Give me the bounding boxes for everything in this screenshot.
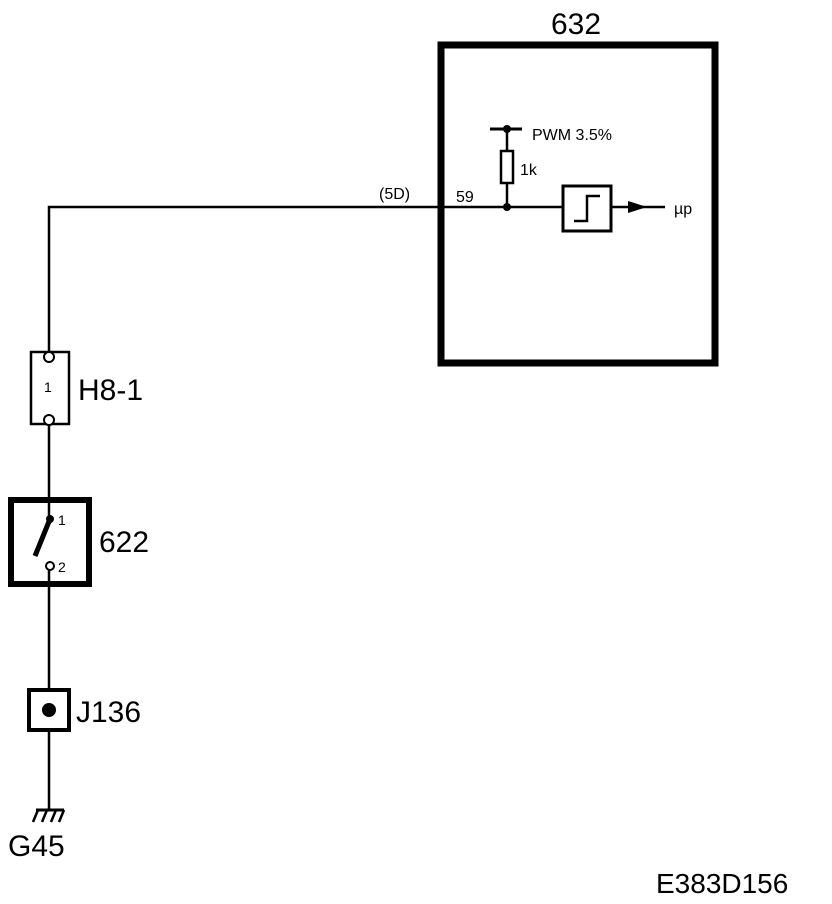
output-label: µp [674, 201, 692, 218]
module-632-label: 632 [551, 8, 601, 41]
connector-pin-bottom [43, 414, 55, 426]
switch-pin-top-label: 1 [58, 512, 66, 528]
resistor-label: 1k [520, 162, 538, 179]
pullup-label: PWM 3.5% [532, 127, 612, 144]
connector-pin-label: 1 [44, 379, 52, 395]
output-arrow-icon [628, 201, 647, 213]
resistor-1k [499, 149, 515, 185]
connector-pin-top [43, 351, 55, 363]
junction-j136 [27, 688, 71, 732]
switch-pin-bottom-label: 2 [58, 559, 66, 575]
switch-blade [32, 518, 53, 557]
signal-wire [47, 205, 506, 352]
junction-label: J136 [76, 696, 141, 729]
switch-label: 622 [99, 526, 149, 559]
switch-pin-bottom [45, 561, 55, 571]
module-632-box [437, 41, 719, 367]
figure-code: E383D156 [656, 868, 788, 899]
ground-label: G45 [8, 830, 65, 863]
ground-icon [31, 808, 66, 823]
pin-59-label: 59 [456, 189, 474, 206]
wire-code-label: (5D) [379, 186, 410, 203]
connector-label: H8-1 [78, 374, 143, 407]
connector-h8-1 [29, 350, 71, 426]
schmitt-symbol [574, 194, 600, 223]
junction-dot [42, 703, 56, 717]
